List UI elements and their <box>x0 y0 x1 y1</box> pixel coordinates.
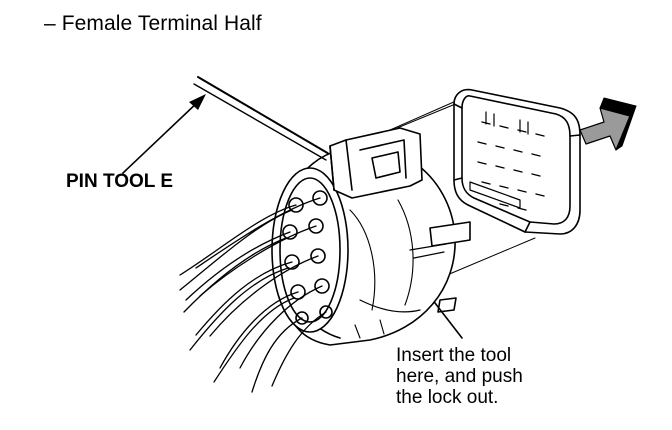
female-connector-body <box>271 127 471 346</box>
instruction-line: Insert the tool <box>396 345 512 366</box>
instruction-line: the lock out. <box>396 387 499 408</box>
instruction-callout: Insert the tool here, and push the lock … <box>396 345 596 408</box>
arrow-right-icon <box>579 97 637 151</box>
male-connector-half <box>453 88 581 235</box>
pin-tool <box>193 76 342 165</box>
wire-bundle <box>179 197 327 393</box>
instruction-line: here, and push <box>396 366 523 387</box>
diagram-heading: – Female Terminal Half <box>44 12 262 35</box>
pin-tool-label: PIN TOOL E <box>66 171 173 192</box>
pin-tool-leader <box>122 94 206 174</box>
